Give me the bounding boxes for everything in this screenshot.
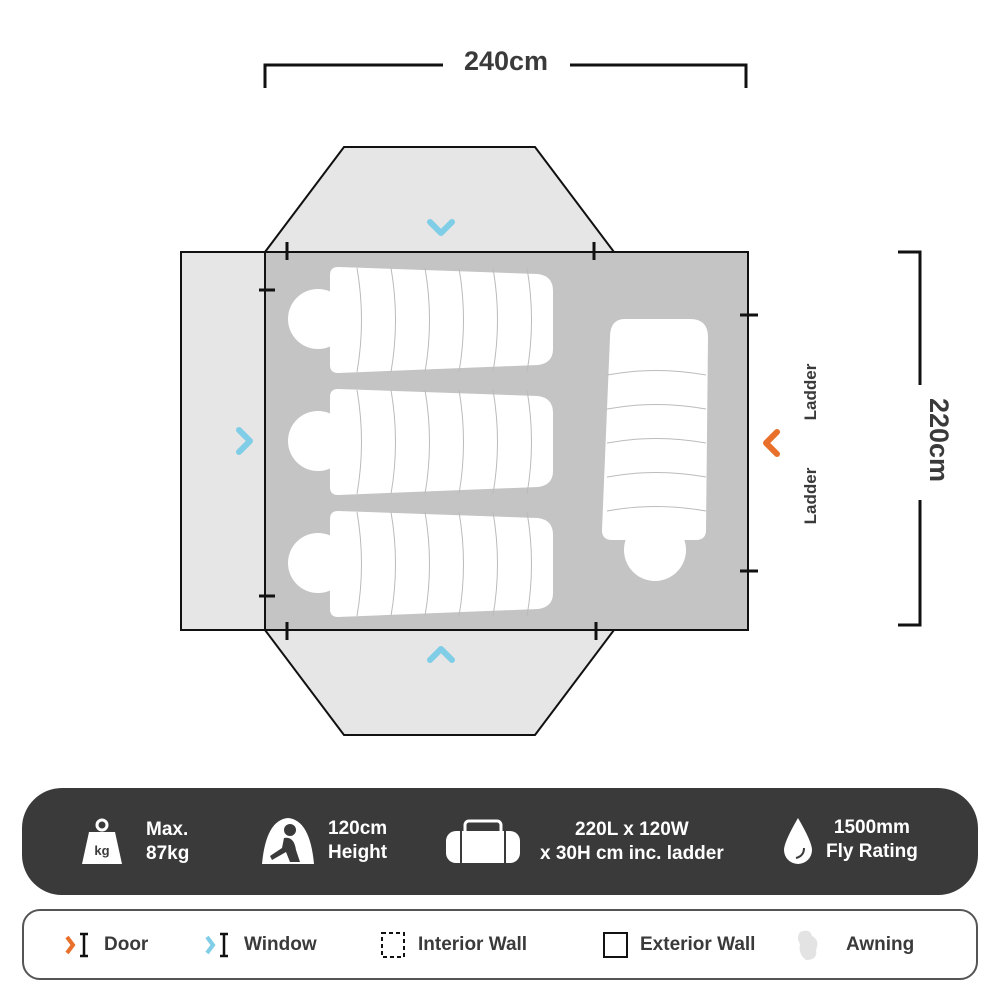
door-chevron-right: [763, 429, 780, 457]
spec-height-line1: 120cm: [328, 818, 388, 839]
tent-person-icon: [262, 818, 314, 864]
sleeping-bag-seam: [424, 267, 430, 373]
sleeping-bag-seam: [390, 267, 396, 373]
sleeping-bag-seam: [424, 511, 430, 617]
legend-door: Door: [62, 911, 148, 978]
ladder-label-top: Ladder: [801, 363, 820, 420]
spec-weight-line1: Max.: [146, 819, 189, 840]
legend-awning: Awning: [796, 911, 914, 978]
sleeping-bag-seam: [458, 389, 464, 495]
window-chevron-left: [236, 427, 253, 455]
width-dimension-line: [263, 63, 922, 627]
sleeping-bag-seam: [356, 511, 362, 617]
sleeping-bag-seam: [356, 389, 362, 495]
top-awning: [262, 146, 617, 253]
tent-floor-plan: Ladder Ladder 240cm 220cm: [180, 46, 954, 736]
spec-fly-line1: 1500mm: [833, 817, 910, 838]
svg-text:kg: kg: [94, 843, 109, 858]
spec-weight-line2: 87kg: [146, 843, 190, 864]
sleeping-bag-seam: [526, 267, 532, 373]
legend-awning-label: Awning: [846, 933, 915, 955]
sleeping-bag-seam: [390, 511, 396, 617]
wall-ticks: [259, 242, 758, 640]
sleeping-bag-seam: [458, 267, 464, 373]
legend-exterior-wall: Exterior Wall: [602, 911, 755, 978]
door-icon: [65, 932, 88, 957]
depth-label: 220cm: [924, 398, 954, 482]
window-icon: [205, 932, 228, 957]
sleeping-bag-seam: [390, 389, 396, 495]
legend: Door Window Interior Wall Exterior Wall …: [22, 909, 978, 980]
sleeping-bag-seam: [606, 472, 707, 478]
bottom-awning: [262, 629, 617, 736]
legend-window: Window: [202, 911, 317, 978]
sleeping-bag-seam: [606, 370, 707, 376]
sleeping-bag-seam: [606, 438, 707, 444]
sleeping-bag: [330, 267, 553, 373]
sleeping-bag: [330, 511, 553, 617]
spec-fly-line2: Fly Rating: [826, 841, 918, 862]
spec-size-line2: x 30H cm inc. ladder: [540, 843, 724, 864]
sleeping-bag-seam: [526, 511, 532, 617]
width-label: 240cm: [464, 46, 548, 76]
sleeping-bag-seam: [492, 389, 498, 495]
sleeping-bag-seam: [606, 506, 707, 512]
sleeping-bag-seam: [526, 389, 532, 495]
sleeping-bag: [602, 319, 708, 540]
legend-window-label: Window: [244, 933, 317, 955]
window-chevron-bottom: [427, 646, 455, 663]
interior-wall-icon: [381, 931, 405, 958]
window-chevron-top: [427, 219, 455, 236]
awning-icon: [798, 930, 818, 960]
sleeping-bag-seam: [492, 267, 498, 373]
legend-interior-wall-label: Interior Wall: [418, 933, 528, 955]
weight-kg-icon: kg: [82, 818, 122, 864]
sleeping-bag-seam: [458, 511, 464, 617]
exterior-wall-icon: [603, 931, 628, 958]
ladder-label-bottom: Ladder: [801, 467, 820, 524]
sleeping-bag-seam: [424, 389, 430, 495]
legend-door-label: Door: [104, 933, 149, 955]
spec-size-line1: 220L x 120W: [575, 819, 689, 840]
duffel-bag-icon: [446, 819, 520, 863]
sleeping-bag-seam: [492, 511, 498, 617]
sleeping-bag: [330, 389, 553, 495]
legend-interior-wall: Interior Wall: [380, 911, 527, 978]
spec-packed-size: 220L x 120W x 30H cm inc. ladder: [444, 818, 724, 866]
legend-exterior-wall-label: Exterior Wall: [640, 933, 756, 955]
spec-weight: kg Max. 87kg: [80, 818, 189, 866]
sleeping-bag-seam: [356, 267, 362, 373]
water-drop-icon: [784, 818, 812, 864]
spec-height-line2: Height: [328, 842, 388, 863]
sleeping-bag-seam: [606, 404, 707, 410]
